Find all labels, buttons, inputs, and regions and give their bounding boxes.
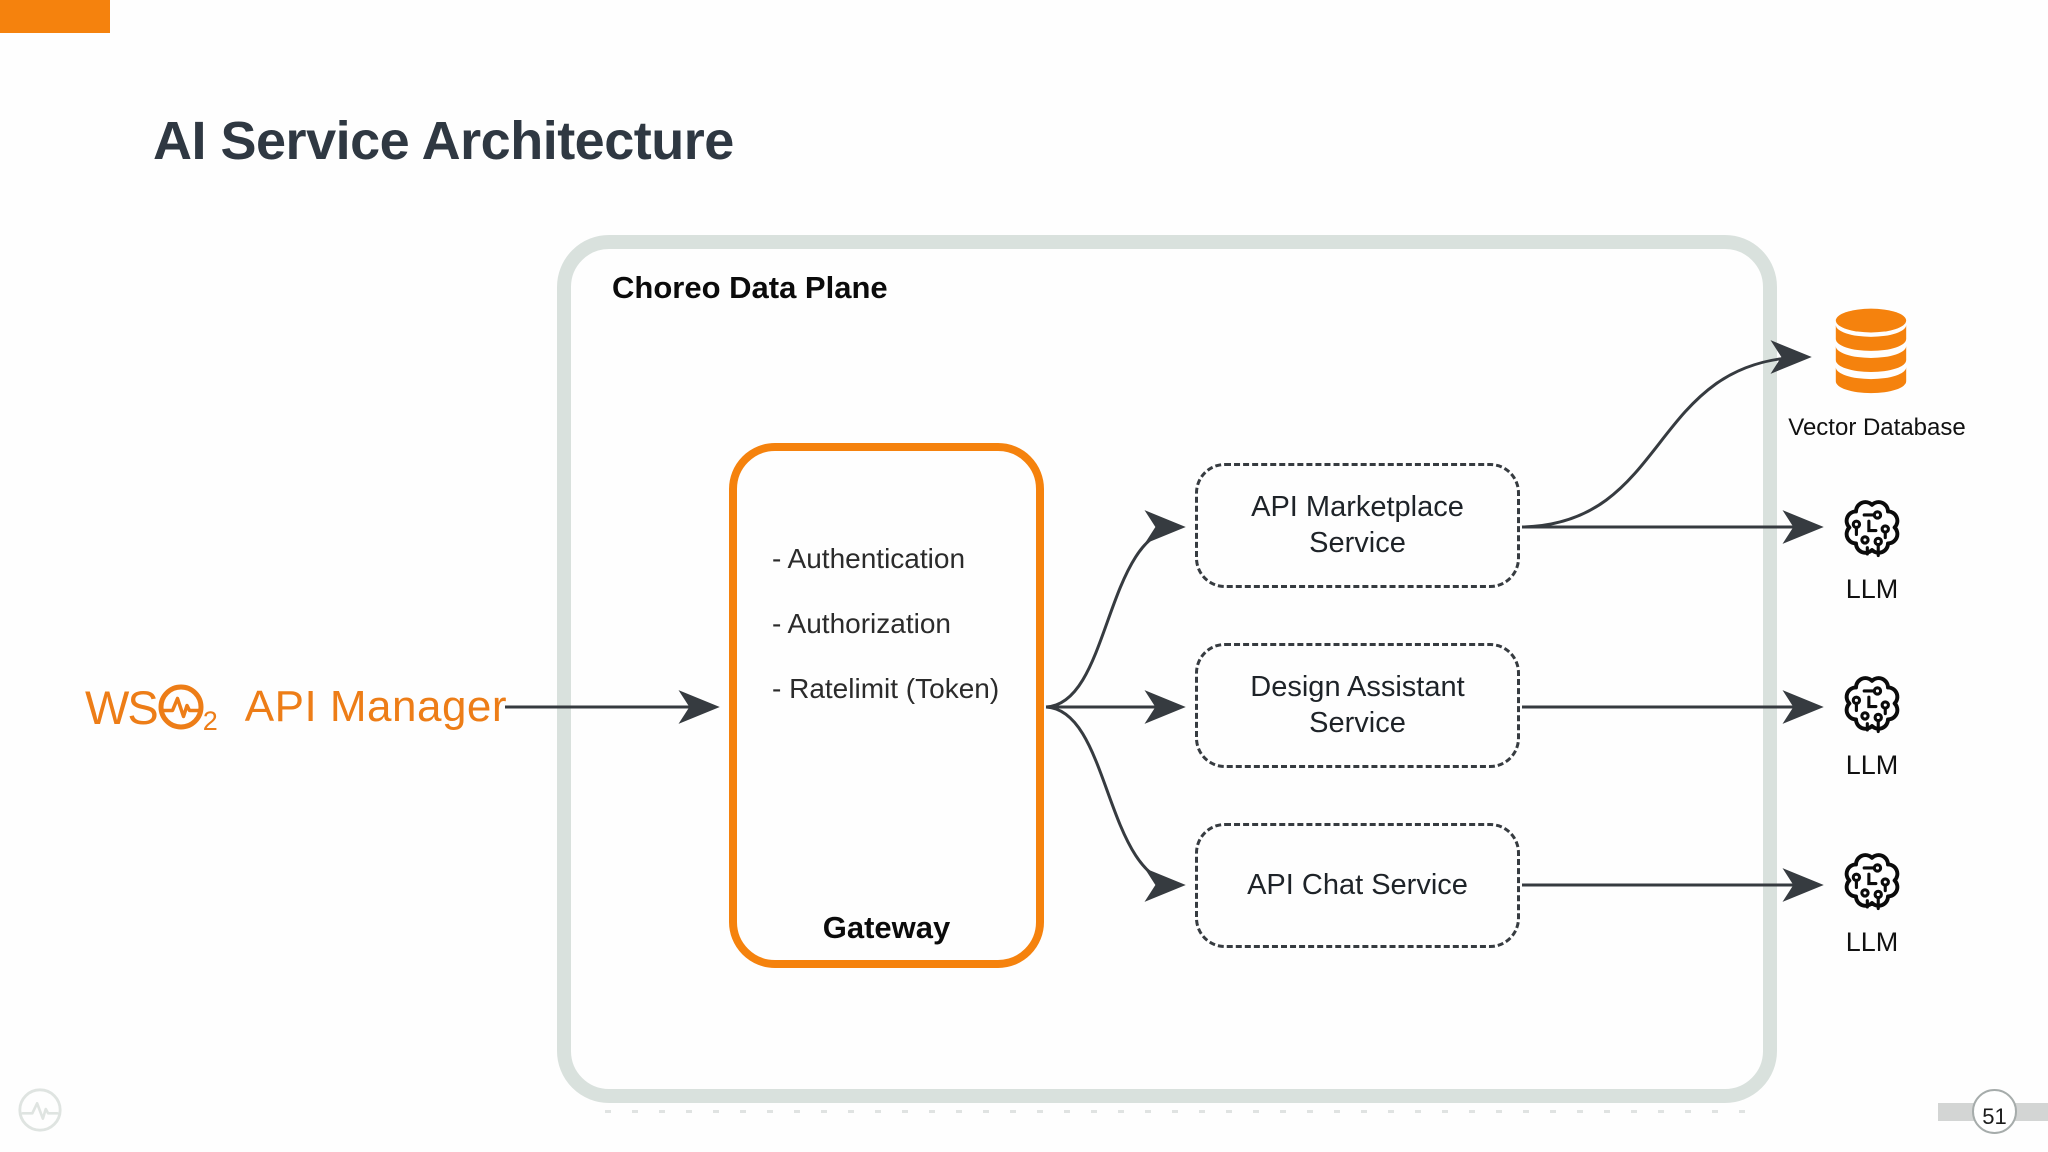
service-name: API Chat Service bbox=[1247, 868, 1468, 901]
service-name: API Marketplace Service bbox=[1251, 491, 1464, 559]
llm-label: LLM bbox=[1845, 574, 1899, 604]
gateway-item-authentication: - Authentication bbox=[772, 543, 966, 574]
page-title: AI Service Architecture bbox=[153, 111, 734, 171]
dashed-guide-line bbox=[605, 1110, 1765, 1113]
service-name: Design Assistant Service bbox=[1250, 671, 1465, 739]
llm-brain-icon bbox=[1844, 853, 1900, 911]
gateway-item-ratelimit: - Ratelimit (Token) bbox=[772, 673, 1000, 704]
container-label: Choreo Data Plane bbox=[612, 270, 888, 305]
wso2-product-text: API Manager bbox=[244, 682, 508, 731]
wso2-subscript: 2 bbox=[202, 705, 218, 736]
vector-database-icon bbox=[1835, 308, 1907, 394]
gateway-label: Gateway bbox=[822, 910, 951, 945]
llm-brain-icon bbox=[1844, 676, 1900, 734]
llm-label: LLM bbox=[1845, 927, 1899, 957]
wso2-pulse-o-icon bbox=[158, 684, 204, 730]
gateway-box: - Authentication - Authorization - Ratel… bbox=[729, 443, 1044, 968]
vector-database-label: Vector Database bbox=[1788, 414, 1966, 441]
design-assistant-service-box: Design Assistant Service bbox=[1195, 643, 1520, 768]
page-number-badge: 51 bbox=[1972, 1089, 2017, 1134]
footer-wso2-pulse-icon bbox=[18, 1088, 62, 1132]
api-chat-service-box: API Chat Service bbox=[1195, 823, 1520, 948]
wso2-ws-text: WS bbox=[85, 680, 159, 734]
page-number: 51 bbox=[1982, 1104, 2007, 1129]
llm-label: LLM bbox=[1845, 750, 1899, 780]
llm-brain-icon bbox=[1844, 500, 1900, 558]
api-marketplace-service-box: API Marketplace Service bbox=[1195, 463, 1520, 588]
accent-corner-bar bbox=[0, 0, 110, 33]
gateway-item-authorization: - Authorization bbox=[772, 608, 951, 639]
wso2-api-manager-logo: WS 2 API Manager bbox=[85, 676, 507, 738]
gateway-capabilities: - Authentication - Authorization - Ratel… bbox=[772, 543, 999, 705]
